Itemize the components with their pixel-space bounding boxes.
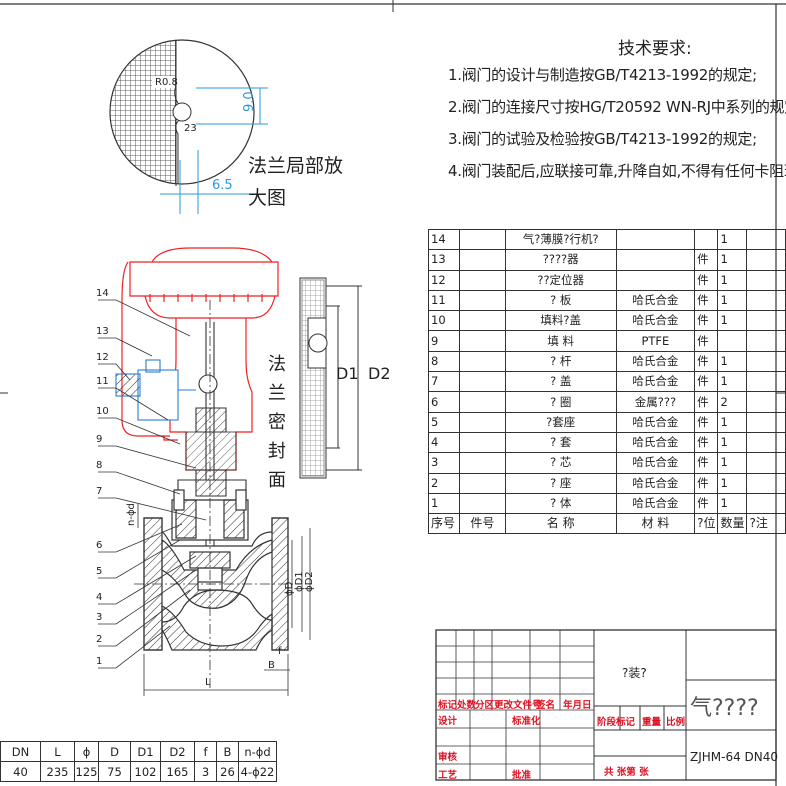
balloon-number: 1 [96,656,103,667]
tb-change-doc-label: 更改文件号 [494,700,542,711]
tb-product-name: 气???? [690,696,759,721]
balloon-number: 6 [96,540,103,551]
tb-scale-label: 比例 [666,717,686,728]
tb-zone-label: 分区 [475,700,495,711]
tb-sign-label: 签名 [536,700,556,711]
balloon-number: 3 [96,612,103,623]
f-dim-label: f [278,646,282,657]
d2-dim-label: ϕD2 [304,571,315,592]
length-dim-label: L [205,677,211,688]
title-block-frame [435,629,777,781]
tb-sheets-label: 共 张第 张 [604,767,649,778]
valve-body-section [134,300,300,690]
balloon-number: 5 [96,566,103,577]
balloon-number: 4 [96,592,103,603]
valve-assembly [98,247,311,696]
balloon-number: 10 [96,406,109,417]
radius-label: R0.8 [155,77,178,88]
tb-design-label: 设计 [438,716,458,727]
tb-standard-label: 标准化 [512,716,541,727]
width-dimension: 6.5 [212,178,233,193]
d1-label: D1 [336,364,359,383]
flange-seal-face-view [299,277,362,479]
b-dim-label: B [268,660,275,671]
tb-date-label: 年月日 [563,700,592,711]
tb-weight-label: 重量 [642,717,662,728]
requirement-item: 1.阀门的设计与制造按GB/T4213-1992的规定; [448,66,757,84]
tb-approve-label: 批准 [512,770,532,781]
tb-stage-label: 阶段标记 [597,717,636,728]
balloon-number: 12 [96,352,109,363]
balloon-number: 13 [96,326,109,337]
seal-face-caption: 法兰密封面 [268,354,286,491]
tb-process-label: 工艺 [438,770,458,781]
tb-drawing-number: ZJHM-64 DN40 [690,750,779,764]
hole-dim-label: n-ϕd [126,503,137,526]
tb-assembly: ?装? [622,666,647,680]
enlarge-caption: 法兰局部放大图 [248,155,344,209]
leader-lines [98,299,207,669]
positioner-outline [115,359,196,421]
tb-count-label: 处数 [457,700,477,711]
requirement-item: 3.阀门的试验及检验按GB/T4213-1992的规定; [448,130,757,148]
d2-label: D2 [368,364,391,383]
angle-label: 23 [184,123,197,134]
balloon-number: 8 [96,460,103,471]
table-header-row: 序号件号名 称材 料?位数量?注 [428,513,786,535]
balloon-number: 14 [96,288,109,299]
balloon-number: 9 [96,434,103,445]
requirement-item: 4.阀门装配后,应联接可靠,升降自如,不得有任何卡阻现象; [448,162,786,180]
requirement-item: 2.阀门的连接尺寸按HG/T20592 WN-RJ中系列的规定; [448,98,786,116]
balloon-number: 2 [96,634,103,645]
stem-and-yoke [177,322,247,560]
tb-review-label: 审核 [438,752,458,763]
balloon-number: 11 [96,376,109,387]
tb-mark-label: 标记 [438,700,458,711]
dimension-lines [137,504,311,696]
balloon-number: 7 [96,486,103,497]
depth-dimension: 9.0 [242,91,257,112]
technical-requirements-title: 技术要求: [618,39,692,59]
